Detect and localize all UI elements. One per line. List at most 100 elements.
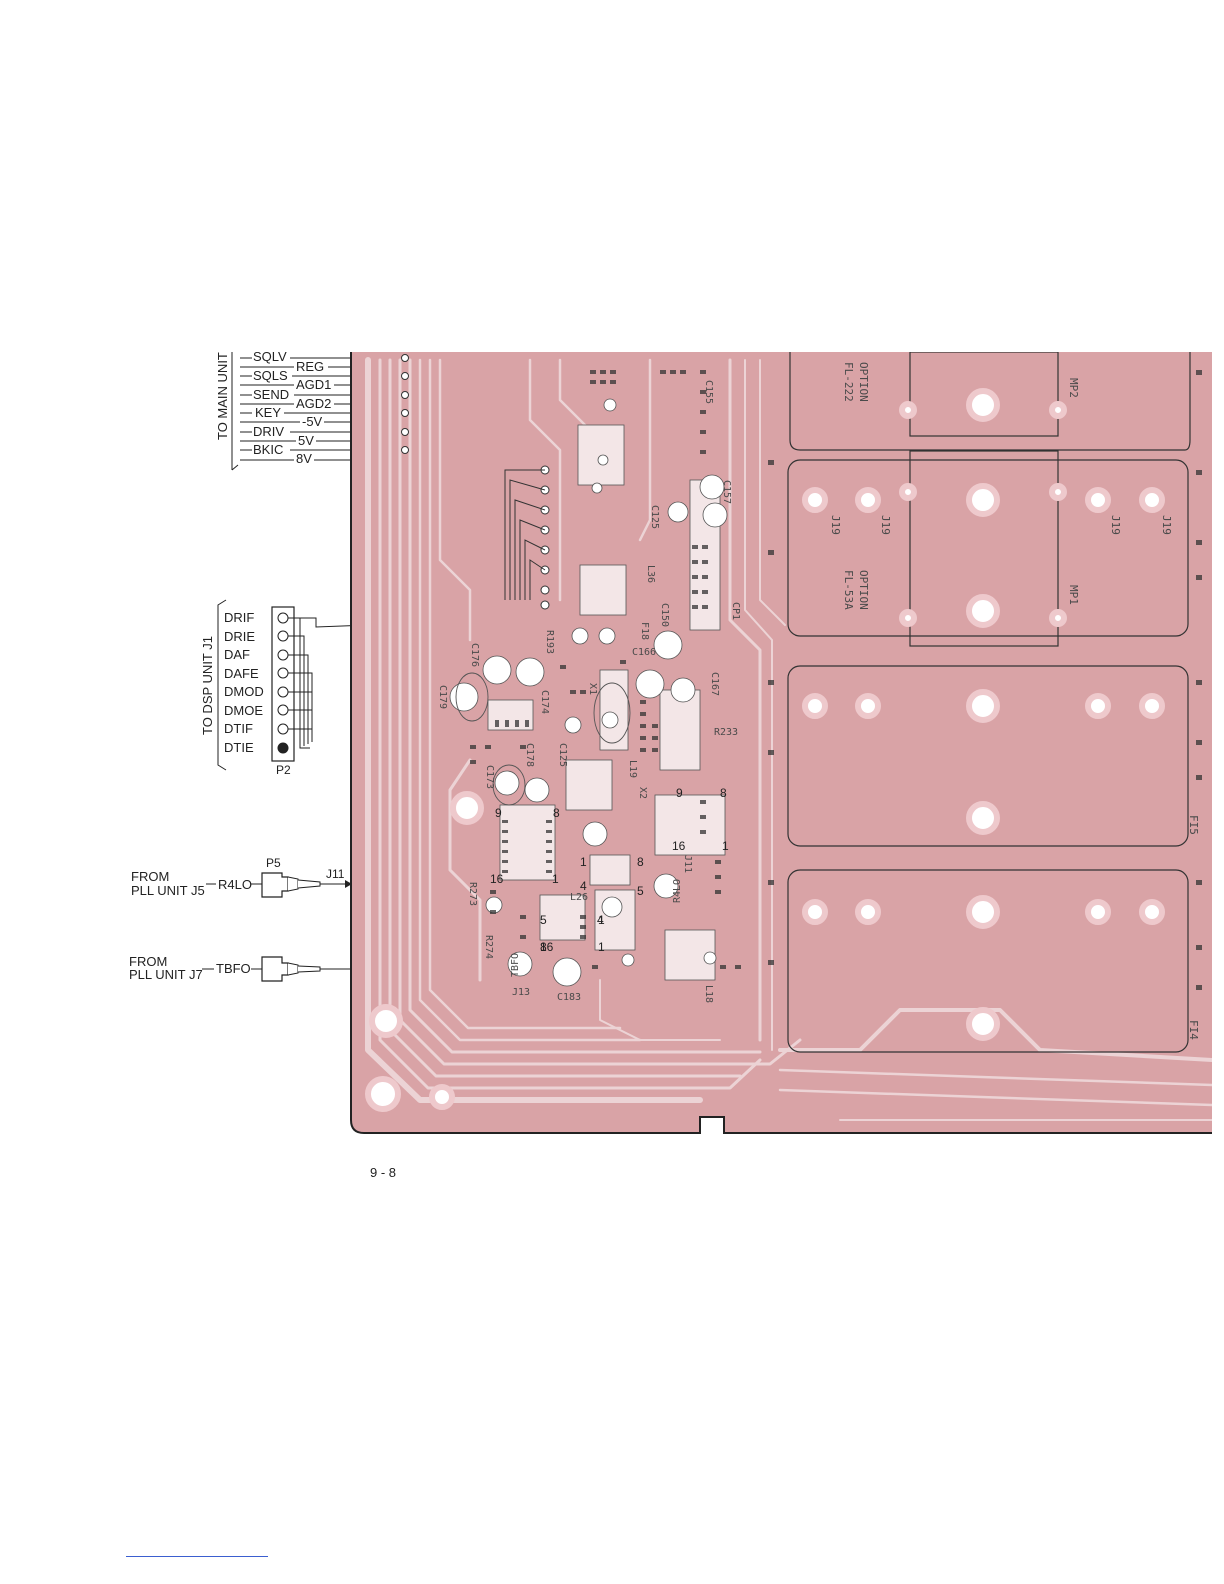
fi5-label: FI5 — [1187, 815, 1200, 835]
signal-sqlv: SQLV — [253, 349, 287, 364]
c176-label: C176 — [469, 643, 480, 667]
main-unit-title: TO MAIN UNIT — [215, 352, 230, 440]
footer-link-rule — [126, 1556, 268, 1557]
pin-8-a: 8 — [553, 806, 560, 820]
r274-label: R274 — [483, 935, 494, 959]
pin-8-d: 8 — [540, 940, 547, 954]
dsp-pin-dtie: DTIE — [224, 740, 254, 755]
dsp-pin-dmod: DMOD — [224, 684, 264, 699]
pin-1-a: 1 — [552, 872, 559, 886]
pin-5-b: 5 — [540, 913, 547, 927]
r273-label: R273 — [467, 882, 478, 906]
tbfo-input: FROM PLL UNIT J7 TBFO — [129, 954, 512, 982]
dsp-pin-labels: DRIF DRIE DAF DAFE DMOD DMOE DTIF DTIE — [224, 610, 264, 755]
signal-sqls: SQLS — [253, 368, 288, 383]
page-number: 9 - 8 — [370, 1165, 397, 1180]
dsp-pin-dafe: DAFE — [224, 666, 259, 681]
silkscreen-labels: OPTION FL-222 MP2 OPTION FL-53A MP1 J19 … — [437, 362, 1200, 1040]
pin-1-c: 1 — [580, 855, 587, 869]
j19-label-a: J19 — [829, 515, 842, 535]
l26-label: L26 — [570, 892, 588, 903]
signal-8v: 8V — [296, 451, 312, 466]
l18-label: L18 — [703, 985, 714, 1003]
j13-label: J13 — [512, 987, 530, 998]
option-fl222-model: FL-222 — [842, 362, 855, 402]
c167-label: C167 — [709, 672, 720, 696]
pin-8-c: 8 — [720, 786, 727, 800]
l19-label: L19 — [627, 760, 638, 778]
f18-label: F18 — [639, 622, 650, 640]
x1-label: X1 — [587, 683, 598, 695]
pin-8-b: 8 — [637, 855, 644, 869]
pin-1-e: 1 — [598, 913, 605, 927]
tbfo-board-label: TBFO — [510, 953, 521, 977]
option-fl53a-model: FL-53A — [842, 570, 855, 610]
p2-label: P2 — [276, 763, 291, 777]
dsp-pin-dmoe: DMOE — [224, 703, 263, 718]
tbfo-from-unit: PLL UNIT J7 — [129, 967, 203, 982]
r4lo-board-label: R4LO — [672, 879, 683, 903]
c173-label: C173 — [484, 765, 495, 789]
mp2-label: MP2 — [1067, 378, 1080, 398]
signal-minus5v: -5V — [302, 414, 323, 429]
dsp-pin-drif: DRIF — [224, 610, 254, 625]
r4lo-input: FROM PLL UNIT J5 R4LO P5 J11 — [131, 856, 352, 898]
dsp-unit-title: TO DSP UNIT J1 — [200, 636, 215, 735]
j19-label-d: J19 — [1160, 515, 1173, 535]
c157-label: C157 — [721, 480, 732, 504]
pin-9-a: 9 — [495, 806, 502, 820]
c183-label: C183 — [557, 992, 581, 1003]
signal-send: SEND — [253, 387, 289, 402]
j19-label-b: J19 — [879, 515, 892, 535]
c125b-label: C125 — [557, 743, 568, 767]
l36-label: L36 — [645, 565, 656, 583]
signal-driv: DRIV — [253, 424, 284, 439]
pin-1-d: 1 — [598, 940, 605, 954]
r4lo-from: FROM — [131, 869, 169, 884]
c150-label: C150 — [659, 603, 670, 627]
c155-label: C155 — [703, 380, 714, 404]
tbfo-signal: TBFO — [216, 961, 251, 976]
pin-16-b: 16 — [672, 839, 686, 853]
main-unit-right-labels: REG AGD1 AGD2 -5V 5V 8V — [294, 359, 334, 466]
option-fl53a: OPTION — [857, 570, 870, 610]
pin-4-b: 4 — [597, 913, 604, 927]
dsp-pin-daf: DAF — [224, 647, 250, 662]
signal-5v: 5V — [298, 433, 314, 448]
pin-4-a: 4 — [580, 879, 587, 893]
signal-agd1: AGD1 — [296, 377, 331, 392]
filter-modules — [787, 352, 1191, 1053]
tbfo-from: FROM — [129, 954, 167, 969]
c178-label: C178 — [524, 743, 535, 767]
main-unit-left-labels: SQLV SQLS SEND KEY DRIV BKIC — [252, 349, 294, 457]
signal-key: KEY — [255, 405, 281, 420]
j11-board-label: J11 — [682, 855, 693, 873]
cp1-label: CP1 — [730, 602, 741, 620]
c179-label: C179 — [437, 685, 448, 709]
c174-label: C174 — [539, 690, 550, 714]
c166-label: C166 — [632, 647, 656, 658]
pin-1-b: 1 — [722, 839, 729, 853]
option-fl222: OPTION — [857, 362, 870, 402]
j19-label-c: J19 — [1109, 515, 1122, 535]
p2-connector: P2 — [271, 606, 295, 777]
fi4-label: FI4 — [1187, 1020, 1200, 1040]
dsp-pin-drie: DRIE — [224, 629, 255, 644]
r4lo-signal: R4LO — [218, 877, 252, 892]
board-outline — [350, 352, 1212, 1134]
r4lo-from-unit: PLL UNIT J5 — [131, 883, 205, 898]
dsp-pin-dtif: DTIF — [224, 721, 253, 736]
c125-label: C125 — [649, 505, 660, 529]
pcb-board: OPTION FL-222 MP2 OPTION FL-53A MP1 J19 … — [351, 352, 1212, 1133]
pin-9-b: 9 — [676, 786, 683, 800]
pin-16-c: 16 — [540, 940, 554, 954]
mp1-label: MP1 — [1067, 585, 1080, 605]
pin-16-a: 16 — [490, 872, 504, 886]
signal-agd2: AGD2 — [296, 396, 331, 411]
pin-5-a: 5 — [637, 884, 644, 898]
r193-label: R193 — [544, 630, 555, 654]
x2-label: X2 — [637, 787, 648, 799]
r233-label: R233 — [714, 727, 738, 738]
